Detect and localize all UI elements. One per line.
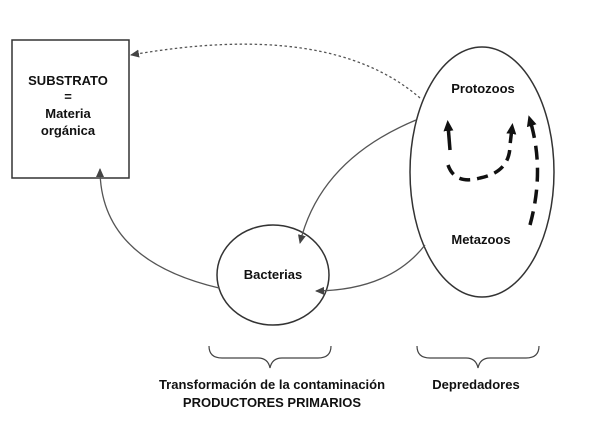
predators-ellipse [409,46,555,298]
bacterias-ellipse [216,224,330,326]
metazoos-label: Metazoos [451,232,510,247]
bacterias-to-substrato-arrow [96,168,220,289]
predators-node: Protozoos Metazoos [409,46,555,298]
cycle-arrow-u-turn [446,123,517,182]
protozoos-to-bacterias-arrow [297,119,417,244]
bacterias-node: Bacterias [216,224,330,326]
caption-left-line2: PRODUCTORES PRIMARIOS [183,395,361,410]
right-brace [416,345,540,369]
substrato-label-line4: orgánica [41,123,96,138]
substrato-label-line1: SUBSTRATO [28,73,108,88]
substrato-label-line2: = [64,89,72,104]
metazoos-to-bacterias-arrow [315,244,426,295]
substrato-box [11,39,130,179]
protozoos-label: Protozoos [451,81,515,96]
left-brace [208,345,332,369]
bacterias-label: Bacterias [244,267,303,282]
caption-left-line1: Transformación de la contaminación [159,377,385,392]
protozoos-to-substrato-arrow [130,43,421,99]
cycle-arrow-left-up [443,120,454,151]
substrato-node: SUBSTRATO = Materia orgánica [11,39,130,179]
caption-right: Depredadores [432,377,519,392]
cycle-arrow-right-up [526,115,540,226]
substrato-label-line3: Materia [45,106,91,121]
